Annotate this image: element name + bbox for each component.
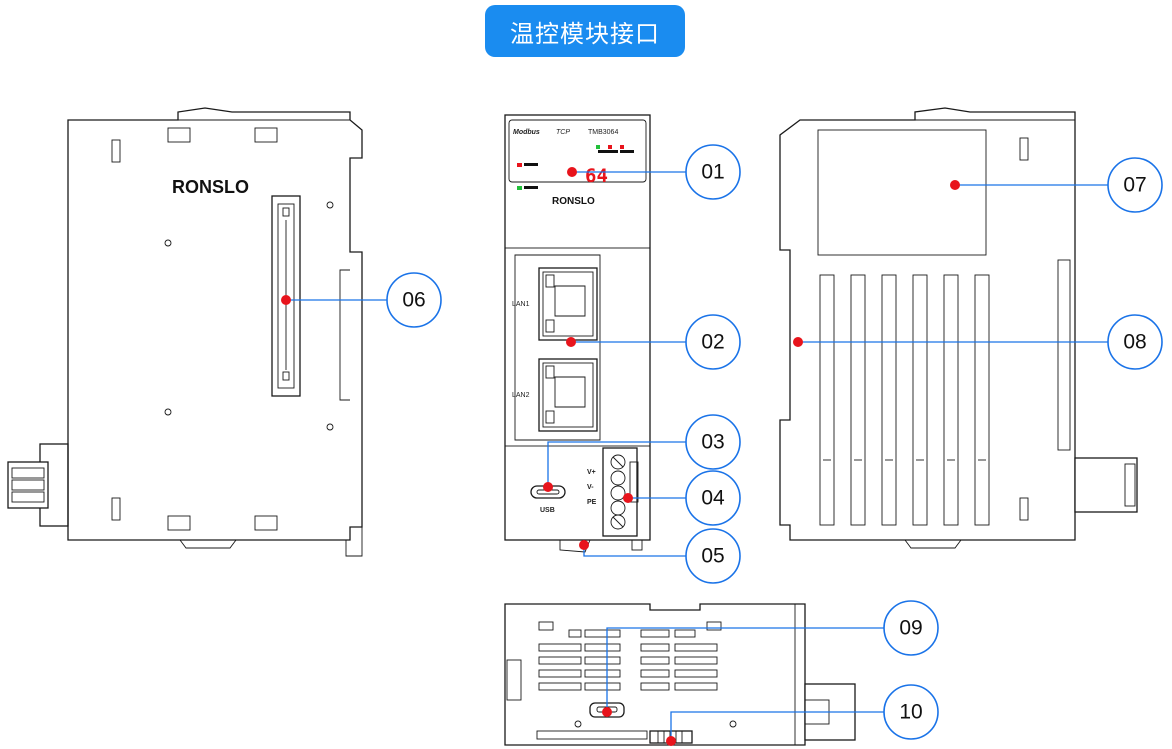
bottom-view <box>504 603 856 746</box>
marker-01 <box>567 167 577 177</box>
callout-01: 01 <box>685 144 741 200</box>
lan2-label: LAN2 <box>512 392 530 399</box>
marker-02 <box>566 337 576 347</box>
status-led-1 <box>596 145 600 149</box>
callout-10: 10 <box>883 684 939 740</box>
callout-08-label: 08 <box>1123 331 1146 354</box>
leader-lines <box>286 171 1108 741</box>
marker-08 <box>793 337 803 347</box>
model-number: TMB3064 <box>588 129 618 136</box>
callout-05-label: 05 <box>701 545 724 568</box>
status-led-2 <box>608 145 612 149</box>
status-led-3 <box>620 145 624 149</box>
left-side-view: RONSLO <box>7 107 363 557</box>
callout-03: 03 <box>685 414 741 470</box>
marker-09 <box>602 707 612 717</box>
marker-04 <box>623 493 633 503</box>
side-led-red <box>517 163 522 167</box>
callout-07-label: 07 <box>1123 174 1146 197</box>
callout-01-label: 01 <box>701 161 724 184</box>
usb-label: USB <box>540 507 555 514</box>
terminal-label-vminus: V- <box>587 484 594 491</box>
diagram-title: 温控模块接口 <box>510 19 660 48</box>
callout-02: 02 <box>685 314 741 370</box>
title-badge: 温控模块接口 <box>485 5 685 57</box>
marker-07 <box>950 180 960 190</box>
lan1-label: LAN1 <box>512 301 530 308</box>
protocol-label: Modbus <box>513 129 540 136</box>
callout-07: 07 <box>1107 157 1163 213</box>
marker-03 <box>543 482 553 492</box>
callout-06-label: 06 <box>402 289 425 312</box>
front-view: Modbus TCP TMB3064 64 RONSLO LAN1 LAN2 <box>504 114 651 553</box>
callout-03-label: 03 <box>701 431 724 454</box>
marker-06 <box>281 295 291 305</box>
right-side-view <box>779 107 1138 549</box>
marker-05 <box>579 540 589 550</box>
callout-06: 06 <box>386 272 442 328</box>
callout-04-label: 04 <box>701 487 725 510</box>
callout-09-label: 09 <box>899 617 922 640</box>
markers <box>281 167 960 746</box>
front-brand-logo: RONSLO <box>552 196 595 207</box>
callout-08: 08 <box>1107 314 1163 370</box>
marker-10 <box>666 736 676 746</box>
callout-04: 04 <box>685 470 741 526</box>
callout-02-label: 02 <box>701 331 724 354</box>
protocol-suffix: TCP <box>556 129 570 136</box>
callout-10-label: 10 <box>899 701 922 724</box>
left-brand-logo: RONSLO <box>172 177 249 197</box>
callout-09: 09 <box>883 600 939 656</box>
seven-segment-display: 64 <box>585 165 608 187</box>
side-led-green <box>517 186 522 190</box>
terminal-label-vplus: V+ <box>587 469 596 476</box>
terminal-label-pe: PE <box>587 499 597 506</box>
callout-05: 05 <box>685 528 741 584</box>
